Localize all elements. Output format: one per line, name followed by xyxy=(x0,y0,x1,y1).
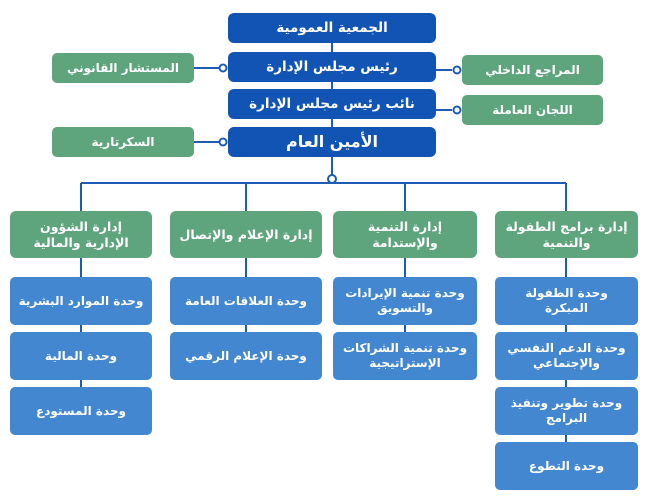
unit-public-relations: وحدة العلاقات العامة xyxy=(170,277,322,325)
unit-program-development: وحدة تطوير وتنفيذ البرامج xyxy=(495,387,638,435)
node-secretariat: السكرتارية xyxy=(52,127,194,157)
unit-revenue-marketing: وحدة تنمية الإيرادات والتسويق xyxy=(333,277,477,325)
unit-warehouse: وحدة المستودع xyxy=(10,387,152,435)
unit-human-resources: وحدة الموارد البشرية xyxy=(10,277,152,325)
dept-childhood-programs: إدارة برامج الطفولة والتنمية xyxy=(495,211,638,258)
unit-strategic-partnerships: وحدة تنمية الشراكات الإستراتيجية xyxy=(333,332,477,380)
dept-media-communication: إدارة الإعلام والإتصال xyxy=(170,211,322,258)
unit-finance: وحدة المالية xyxy=(10,332,152,380)
node-board-vice-chairman: نائب رئيس مجلس الإدارة xyxy=(228,89,436,119)
unit-digital-media: وحدة الإعلام الرقمي xyxy=(170,332,322,380)
unit-volunteering: وحدة التطوع xyxy=(495,442,638,490)
node-general-assembly: الجمعية العمومية xyxy=(228,13,436,43)
node-secretary-general: الأمين العام xyxy=(228,127,436,157)
node-board-chairman: رئيس مجلس الإدارة xyxy=(228,52,436,82)
node-working-committees: اللجان العاملة xyxy=(462,95,603,125)
unit-early-childhood: وحدة الطفولة المبكرة xyxy=(495,277,638,325)
unit-psychosocial-support: وحدة الدعم النفسي والإجتماعي xyxy=(495,332,638,380)
node-internal-auditor: المراجع الداخلي xyxy=(462,55,603,85)
node-legal-advisor: المستشار القانوني xyxy=(52,53,194,83)
dept-development-sustainability: إدارة التنمية والإستدامة xyxy=(333,211,477,258)
dept-admin-financial-affairs: إدارة الشؤون الإدارية والمالية xyxy=(10,211,152,258)
